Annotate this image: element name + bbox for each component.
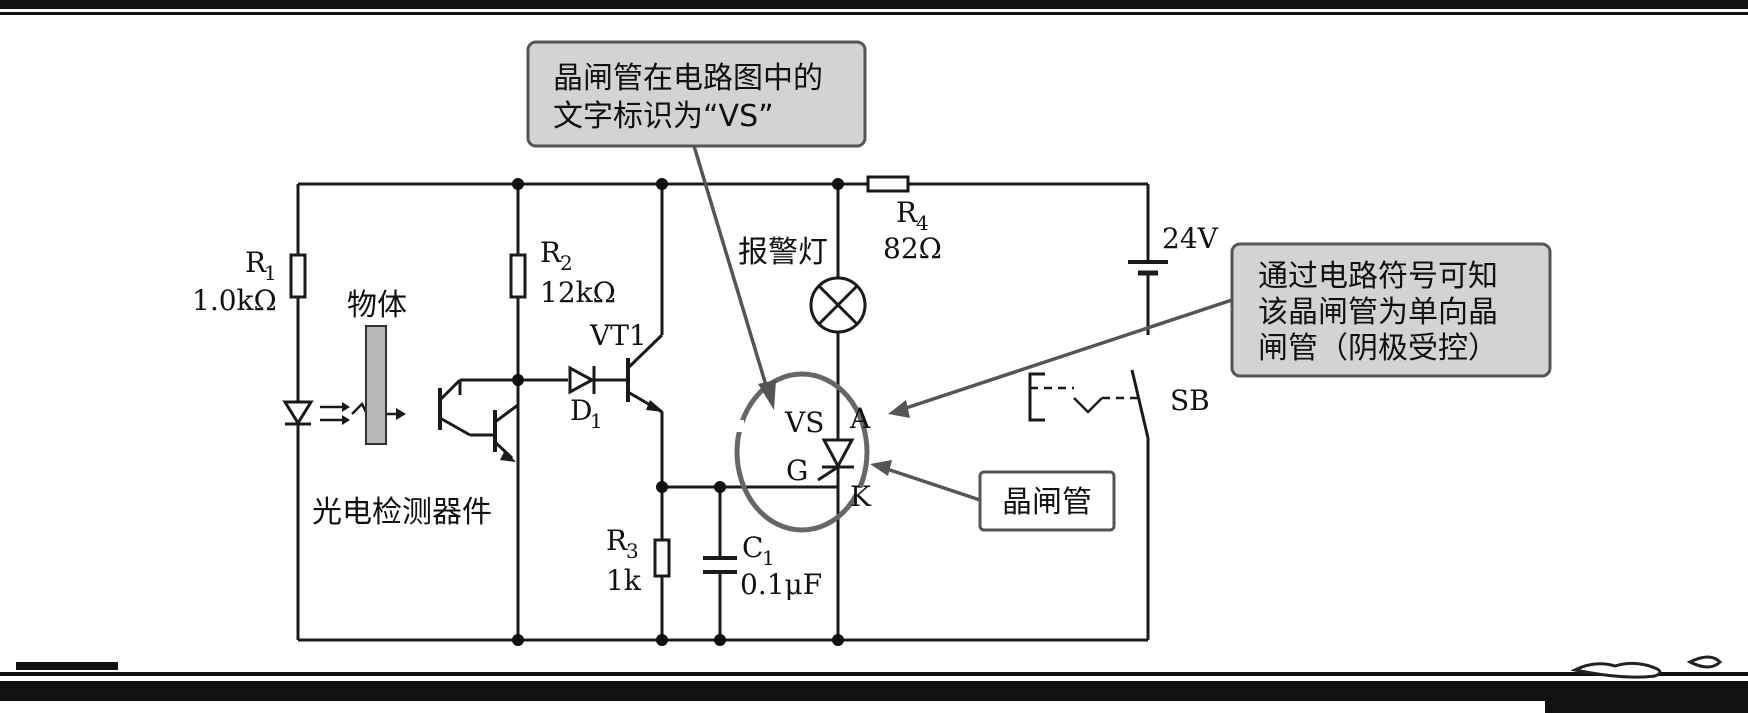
c1-name: C [742,531,763,564]
r3-sub: 3 [626,539,639,563]
callout-top-line2: 文字标识为“VS” [553,99,774,134]
r2-sub: 2 [560,251,573,275]
r4-value: 82Ω [883,232,942,265]
corner-doodle [1570,655,1723,679]
callout-right-line3: 闸管（阴极受控） [1258,331,1498,366]
c1-sub: 1 [762,546,775,570]
capacitor-c1: C 1 0.1μF [703,531,822,601]
led-emitter [282,400,406,427]
battery-label: 24V [1162,222,1219,255]
object-label: 物体 [347,288,407,323]
lamp-label: 报警灯 [738,235,828,270]
object-block: 物体 [347,288,407,445]
callout-top: 晶闸管在电路图中的 文字标识为“VS” [526,40,867,410]
sensor-label: 光电检测器件 [312,495,492,530]
resistor-r3: R 3 1k [606,524,671,597]
resistor-r1: R 1 1.0kΩ [192,246,307,317]
callout-bottom-label: 晶闸管 [1002,485,1092,520]
resistor-r4: R 4 82Ω [866,175,942,265]
r2-value: 12kΩ [540,276,616,309]
callout-right-line1: 通过电路符号可知 [1258,259,1498,294]
switch-label: SB [1170,384,1210,417]
circuit-wires [296,182,1150,642]
r3-name: R [606,524,628,557]
junction-dots [512,178,844,646]
cathode-label: K [850,480,872,513]
r1-name: R [245,246,267,279]
r1-value: 1.0kΩ [192,284,277,317]
r2-name: R [540,236,562,269]
vt1-label: VT1 [589,319,647,352]
r3-value: 1k [606,564,642,597]
r1-sub: 1 [264,261,277,285]
battery-24v: 24V [1128,222,1219,276]
transistor-vt1: VT1 [589,319,664,414]
switch-sb: SB [1028,325,1210,439]
photo-darlington-transistor: 光电检测器件 [312,378,519,530]
r4-name: R [896,196,918,229]
vs-label: VS [784,406,824,439]
alarm-lamp: 报警灯 [738,235,867,334]
callout-top-line1: 晶闸管在电路图中的 [553,61,823,96]
d1-name: D [570,394,592,427]
anode-label: A [849,402,871,435]
d1-sub: 1 [590,409,603,433]
diode-d1: D 1 [568,365,603,433]
callout-right: 通过电路符号可知 该晶闸管为单向晶 闸管（阴极受控） [888,242,1552,418]
c1-value: 0.1μF [740,568,822,601]
gate-label: G [786,454,808,487]
callout-right-line2: 该晶闸管为单向晶 [1258,295,1498,330]
thyristor-vs: VS A G K [728,371,872,533]
resistor-r2: R 2 12kΩ [509,236,616,309]
callout-bottom: 晶闸管 [870,460,1116,532]
r4-sub: 4 [916,211,929,235]
